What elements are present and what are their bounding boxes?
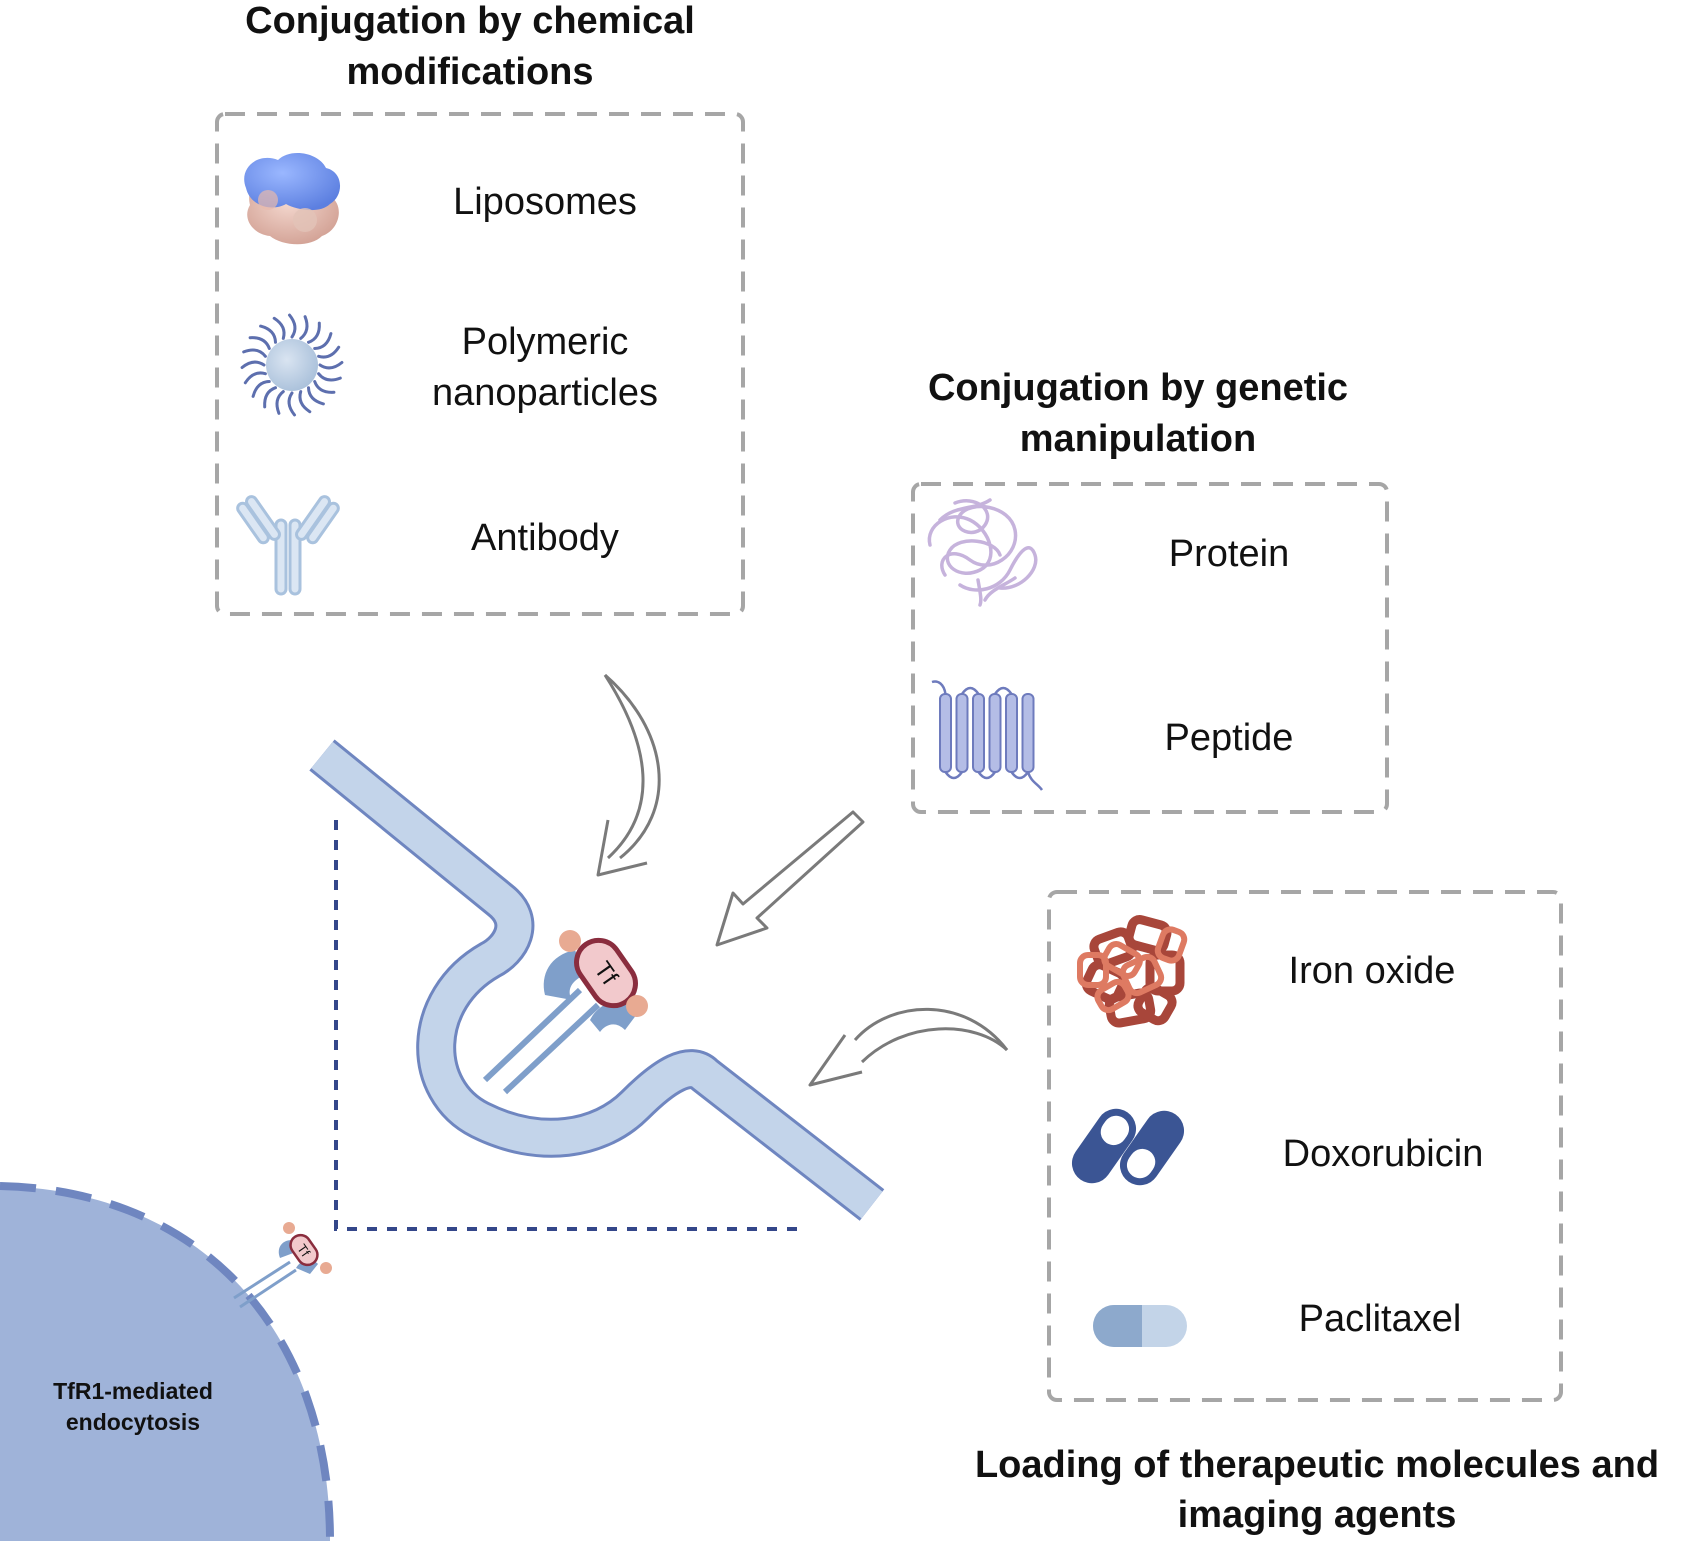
polymeric-label-line2: nanoparticles xyxy=(432,372,658,414)
doxorubicin-capsule-icon xyxy=(1071,1108,1185,1186)
cell-surface-receptor: Tf xyxy=(233,1222,332,1309)
cell-label-line1: TfR1-mediated xyxy=(53,1378,213,1404)
paclitaxel-capsule-icon xyxy=(1093,1305,1187,1347)
liposome-icon xyxy=(244,153,341,245)
doxorubicin-label: Doxorubicin xyxy=(1283,1133,1484,1175)
genetic-group-box xyxy=(911,482,1389,814)
loading-group-title-line1: Loading of therapeutic molecules and xyxy=(975,1444,1659,1486)
genetic-manipulation-group: Conjugation by genetic manipulation Prot… xyxy=(911,367,1389,814)
peptide-icon xyxy=(931,680,1044,791)
zoom-bracket xyxy=(334,820,800,1231)
tfr1-receptor-complex: Tf xyxy=(482,930,648,1095)
protein-icon xyxy=(927,498,1038,607)
antibody-icon xyxy=(236,495,340,596)
polymeric-label-line1: Polymeric xyxy=(462,321,629,363)
cell: TfR1-mediated endocytosis Tf xyxy=(0,1182,334,1541)
loading-arrow xyxy=(808,1007,1009,1087)
genetic-group-title-line1: Conjugation by genetic xyxy=(928,367,1348,409)
polymeric-nanoparticle-icon xyxy=(240,313,344,417)
loading-group-box xyxy=(1047,890,1563,1402)
iron-oxide-label: Iron oxide xyxy=(1289,950,1456,992)
protein-label: Protein xyxy=(1169,533,1289,575)
chemical-arrow xyxy=(596,673,661,877)
cell-label-line2: endocytosis xyxy=(66,1409,200,1435)
chemical-modifications-group: Conjugation by chemical modifications Li… xyxy=(215,0,745,616)
tf-iron-1 xyxy=(559,930,581,952)
genetic-arrow xyxy=(715,810,865,947)
peptide-label: Peptide xyxy=(1165,717,1294,759)
tf-iron-2 xyxy=(626,995,648,1017)
antibody-label: Antibody xyxy=(471,517,619,559)
paclitaxel-label: Paclitaxel xyxy=(1299,1298,1462,1340)
chemical-group-title-line1: Conjugation by chemical xyxy=(245,0,695,42)
loading-group: Iron oxide Doxorubicin Paclitaxel Loadin… xyxy=(975,890,1659,1536)
chemical-group-title-line2: modifications xyxy=(346,51,593,93)
loading-group-title-line2: imaging agents xyxy=(1178,1494,1457,1536)
transferrin: Tf xyxy=(574,937,638,1009)
iron-oxide-icon xyxy=(1077,915,1188,1028)
genetic-group-title-line2: manipulation xyxy=(1020,418,1256,460)
cell-transferrin: Tf xyxy=(289,1233,319,1267)
cell-membrane-invagination xyxy=(309,739,885,1221)
liposomes-label: Liposomes xyxy=(453,181,637,223)
